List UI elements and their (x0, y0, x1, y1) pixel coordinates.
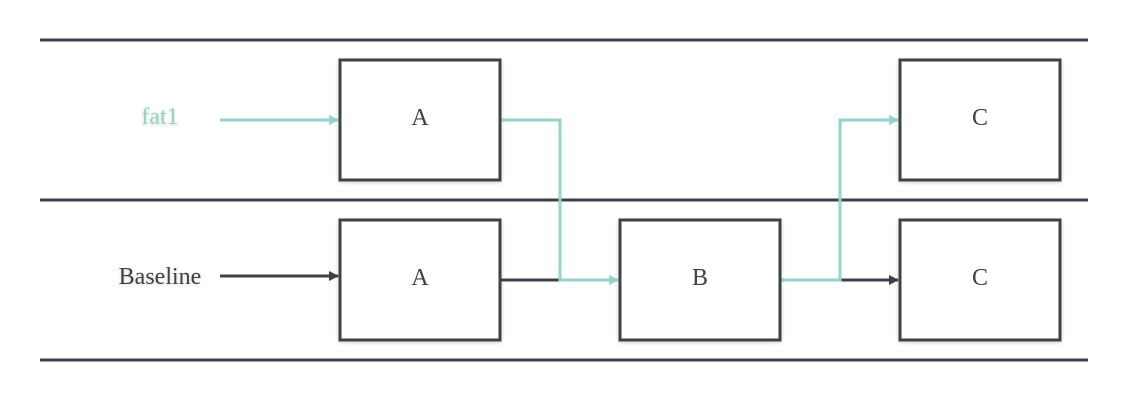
box-label: C (972, 265, 988, 291)
fat1-b-to-c-arrow (780, 115, 899, 282)
box-b-bottom: B (618, 218, 782, 342)
lane-label-baseline: Baseline (119, 264, 202, 290)
box-a-bottom: A (338, 218, 502, 342)
box-label: A (411, 105, 429, 131)
box-label: C (972, 105, 988, 131)
box-label: A (411, 265, 429, 291)
box-label: B (692, 265, 708, 291)
box-c-top: C (898, 58, 1062, 182)
box-c-bottom: C (898, 218, 1062, 342)
lane-label-fat1: fat1 (141, 104, 178, 130)
box-a-top: A (338, 58, 502, 182)
fat1-a-to-b-arrow (500, 118, 619, 285)
